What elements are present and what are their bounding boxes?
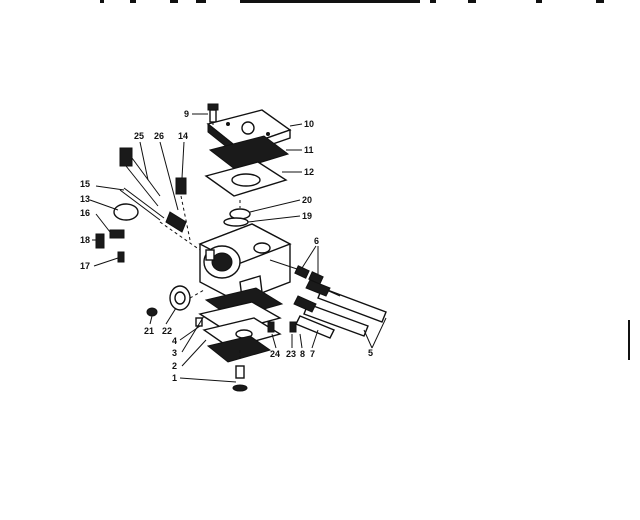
part-26-choke-detent bbox=[165, 211, 187, 233]
callout-14: 14 bbox=[178, 131, 188, 141]
callout-21: 21 bbox=[144, 326, 154, 336]
callout-12: 12 bbox=[304, 167, 314, 177]
callout-7: 7 bbox=[310, 349, 315, 359]
part-24-screw bbox=[267, 321, 275, 333]
callout-13: 13 bbox=[80, 194, 90, 204]
part-1-metering-cover bbox=[206, 335, 272, 392]
callout-1: 1 bbox=[172, 373, 177, 383]
callout-22: 22 bbox=[162, 326, 172, 336]
part-5-low-speed-needle bbox=[293, 295, 369, 337]
part-18-spring bbox=[95, 233, 105, 249]
callout-19: 19 bbox=[302, 211, 312, 221]
callout-labels: 9 10 11 12 20 19 25 26 14 15 13 16 18 17… bbox=[80, 109, 373, 383]
carburetor-body bbox=[198, 223, 301, 303]
callout-25: 25 bbox=[134, 131, 144, 141]
callout-16: 16 bbox=[80, 208, 90, 218]
part-23-screw bbox=[289, 321, 297, 333]
callout-10: 10 bbox=[304, 119, 314, 129]
part-17-screw bbox=[117, 251, 125, 263]
part-13-choke-plate bbox=[113, 203, 139, 221]
part-11-pump-diaphragm bbox=[208, 135, 290, 171]
callout-24: 24 bbox=[270, 349, 280, 359]
callout-26: 26 bbox=[154, 131, 164, 141]
part-12-pump-gasket bbox=[204, 161, 288, 197]
part-9-cover-screw bbox=[207, 103, 219, 123]
part-5-high-speed-needle bbox=[305, 279, 387, 323]
part-21-plate-screw bbox=[146, 307, 158, 317]
callout-18: 18 bbox=[80, 235, 90, 245]
callout-17: 17 bbox=[80, 261, 90, 271]
callout-6: 6 bbox=[314, 236, 319, 246]
callout-4: 4 bbox=[172, 336, 177, 346]
callout-23: 23 bbox=[286, 349, 296, 359]
callout-11: 11 bbox=[304, 145, 314, 155]
part-4-inlet-needle bbox=[195, 317, 203, 327]
callout-2: 2 bbox=[172, 361, 177, 371]
part-25-choke-lever bbox=[119, 147, 161, 207]
leader-lines bbox=[89, 113, 387, 383]
part-3-metering-gasket bbox=[198, 287, 284, 333]
part-14-fuel-fitting bbox=[175, 177, 187, 195]
callout-8: 8 bbox=[300, 349, 305, 359]
part-22-throttle-plate bbox=[169, 285, 191, 311]
callout-9: 9 bbox=[184, 109, 189, 119]
part-7-idle-needle bbox=[295, 315, 335, 339]
callout-20: 20 bbox=[302, 195, 312, 205]
part-19-screen-retainer bbox=[223, 217, 249, 227]
part-15-choke-shaft bbox=[119, 187, 165, 221]
callout-15: 15 bbox=[80, 179, 90, 189]
assembly-guide-lines bbox=[159, 122, 241, 362]
callout-3: 3 bbox=[172, 348, 177, 358]
scan-edge-artifact bbox=[628, 320, 630, 360]
scan-artifact-strip bbox=[100, 0, 604, 3]
part-2-metering-diaphragm bbox=[202, 317, 282, 349]
part-16-spring bbox=[109, 229, 125, 239]
callout-5: 5 bbox=[368, 348, 373, 358]
